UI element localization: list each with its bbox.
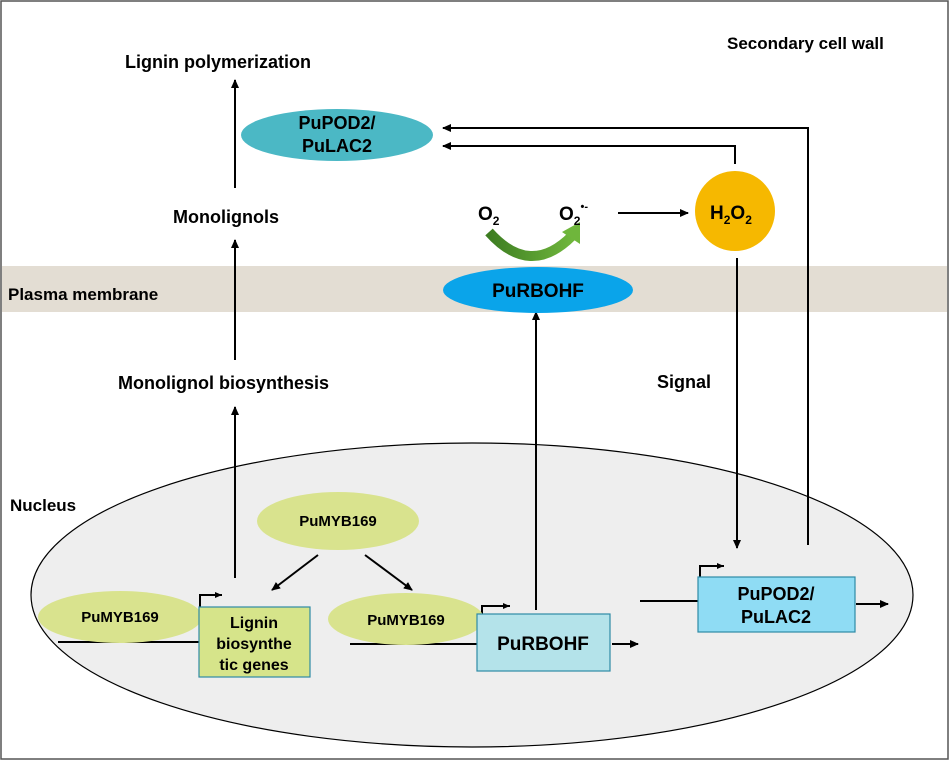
arrow-myb-to-lignin-genes (271, 554, 319, 591)
myb-top-ellipse (257, 492, 419, 550)
lignin-genes-line2: biosynthe (216, 636, 292, 653)
myb-mid-ellipse (328, 593, 484, 645)
lignin-genes-line3: tic genes (219, 657, 288, 674)
pod-lac-enzyme-label-line1: PuPOD2/ (298, 113, 375, 133)
signal-label: Signal (657, 372, 711, 392)
superoxide-label: O2•- (559, 201, 588, 228)
promoter-lignin (199, 592, 222, 612)
rboh-enzyme (443, 267, 633, 313)
arrow-h2o2-to-pod-lac (442, 142, 736, 164)
plasma-membrane-label: Plasma membrane (8, 285, 158, 304)
lignin-polymerization-label: Lignin polymerization (125, 52, 311, 72)
pod-lac-enzyme-label-line2: PuLAC2 (302, 136, 372, 156)
rboh-gene-box (476, 613, 611, 672)
arrow-myb-to-myb (364, 554, 413, 591)
pod-gene-line1: PuPOD2/ (737, 584, 814, 604)
h2o2-label: H2O2 (710, 203, 752, 227)
secondary-cell-wall-label: Secondary cell wall (727, 34, 884, 53)
pod-lac-enzyme (241, 109, 433, 161)
lignin-genes-box (198, 606, 311, 678)
myb-left-ellipse (38, 591, 202, 643)
o2-label: O2 (478, 204, 500, 228)
promoter-pod (699, 563, 724, 580)
pod-gene-line2: PuLAC2 (741, 607, 811, 627)
rboh-gene-label: PuRBOHF (497, 634, 589, 655)
monolignols-label: Monolignols (173, 207, 279, 227)
rboh-enzyme-label: PuRBOHF (492, 281, 584, 302)
pod-gene-box (697, 576, 856, 633)
nucleus-label: Nucleus (10, 496, 76, 515)
myb-left-label: PuMYB169 (81, 609, 159, 626)
myb-mid-label: PuMYB169 (367, 612, 445, 629)
myb-top-label: PuMYB169 (299, 513, 377, 530)
arrow-gene-to-pod-lac (442, 124, 809, 545)
lignin-genes-line1: Lignin (230, 615, 278, 632)
curved-arrow-head (562, 222, 580, 244)
monolignol-biosynthesis-label: Monolignol biosynthesis (118, 373, 329, 393)
h2o2-circle (695, 171, 775, 251)
curved-arrow-o2-to-superoxide (485, 228, 576, 261)
